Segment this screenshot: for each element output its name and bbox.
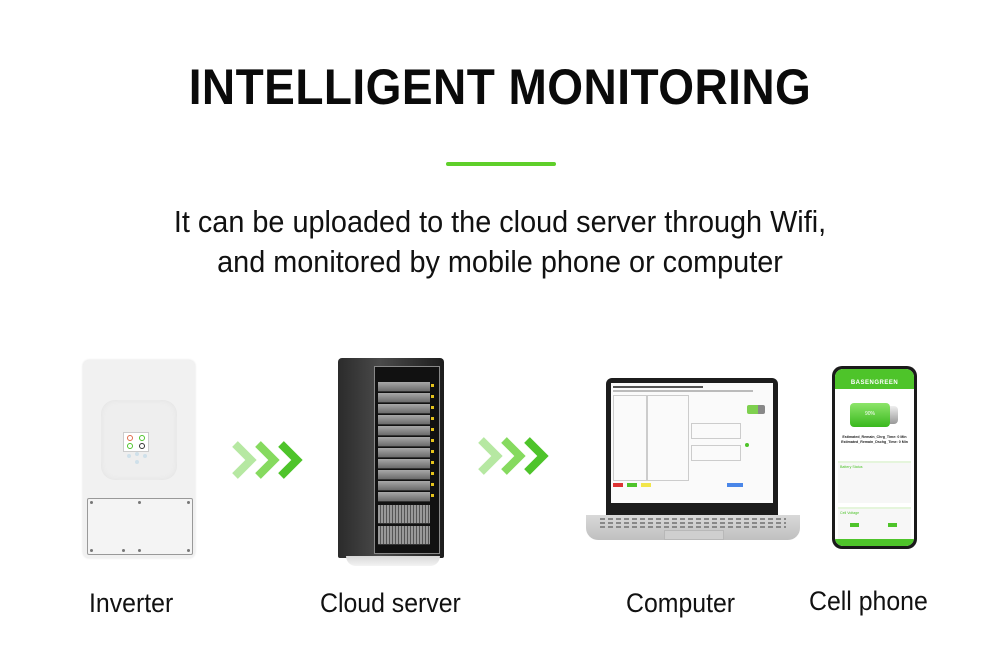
app-brand: BASENGREEN xyxy=(835,377,914,389)
triple-chevron-right-icon xyxy=(477,434,557,484)
laptop-icon xyxy=(606,378,778,515)
cell-voltage-title: Cell Voltage xyxy=(840,511,860,515)
inverter-cover-panel xyxy=(87,498,193,555)
monitoring-software-screen xyxy=(611,383,773,503)
laptop-keyboard-base xyxy=(586,515,800,540)
battery-percent: 90% xyxy=(864,411,875,417)
trackpad xyxy=(664,530,724,540)
label-inverter: Inverter xyxy=(89,588,174,618)
label-cloud-server: Cloud server xyxy=(320,588,461,618)
subtitle-line-1: It can be uploaded to the cloud server t… xyxy=(173,204,827,239)
inverter-button xyxy=(127,454,131,458)
subtitle-line-2: and monitored by mobile phone or compute… xyxy=(217,244,783,279)
triple-chevron-right-icon xyxy=(231,438,311,488)
phone-app-screen: BASENGREEN 90% Estimated_Remain_Chrg_Tim… xyxy=(835,369,914,546)
phone-nav-bar xyxy=(835,539,914,546)
inverter-display xyxy=(123,432,149,452)
battery-graphic xyxy=(850,403,890,427)
title-underline xyxy=(446,162,556,166)
smartphone-icon: BASENGREEN 90% Estimated_Remain_Chrg_Tim… xyxy=(832,366,917,549)
battery-status-title: Battery Status xyxy=(840,465,863,469)
label-computer: Computer xyxy=(626,588,736,618)
inverter-button xyxy=(143,454,147,458)
inverter-button xyxy=(135,460,139,464)
server-rack-icon xyxy=(338,350,446,570)
battery-status-section: Battery Status xyxy=(838,461,911,503)
estimate-line-1: Estimated_Remain_Chrg_Time: 0 Min xyxy=(842,435,907,439)
page-title: INTELLIGENT MONITORING xyxy=(188,59,812,115)
label-cell-phone: Cell phone xyxy=(809,586,928,616)
cell-voltage-section: Cell Voltage xyxy=(838,507,911,539)
inverter-icon xyxy=(83,360,195,558)
subtitle: It can be uploaded to the cloud server t… xyxy=(0,202,1000,282)
inverter-button xyxy=(135,452,139,456)
estimate-line-2: Estimated_Remain_Dschg_Time: 0 Min xyxy=(841,440,908,444)
